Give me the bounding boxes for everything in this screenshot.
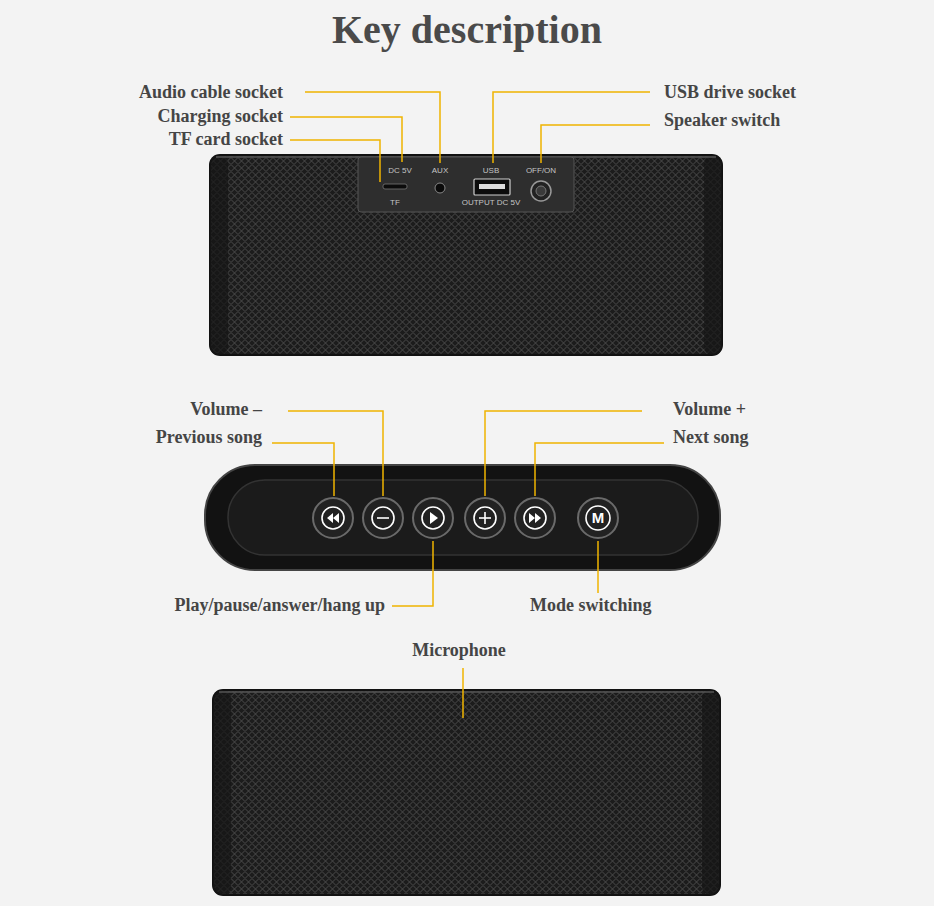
port-marking: OUTPUT DC 5V bbox=[462, 198, 521, 208]
callout-label: Play/pause/answer/hang up bbox=[174, 595, 385, 617]
callout-label: Microphone bbox=[412, 640, 506, 662]
aux-jack bbox=[435, 183, 445, 193]
tf-slot bbox=[383, 184, 407, 189]
callout-label: Speaker switch bbox=[664, 110, 780, 132]
usb-port bbox=[474, 179, 510, 195]
port-marking: DC 5V bbox=[388, 166, 412, 176]
power-switch bbox=[531, 181, 551, 201]
speaker-front-view bbox=[213, 690, 720, 895]
port-marking: TF bbox=[390, 198, 400, 208]
callout-label: Previous song bbox=[156, 427, 262, 449]
port-marking: AUX bbox=[432, 166, 448, 176]
button-panel bbox=[205, 465, 720, 570]
port-marking: OFF/ON bbox=[526, 166, 556, 176]
callout-label: Next song bbox=[673, 427, 749, 449]
speaker-top-view bbox=[210, 155, 722, 355]
callout-label: USB drive socket bbox=[664, 82, 796, 104]
callout-label: Audio cable socket bbox=[139, 82, 283, 104]
callout-label: Charging socket bbox=[158, 106, 284, 128]
port-marking: USB bbox=[483, 166, 499, 176]
leader-lines bbox=[272, 92, 664, 718]
diagram-title: Key description bbox=[332, 6, 602, 54]
callout-label: Mode switching bbox=[530, 595, 652, 617]
callout-label: TF card socket bbox=[169, 129, 283, 151]
button-glyph: M bbox=[592, 509, 605, 527]
callout-label: Volume – bbox=[190, 399, 262, 421]
callout-label: Volume + bbox=[673, 399, 746, 421]
